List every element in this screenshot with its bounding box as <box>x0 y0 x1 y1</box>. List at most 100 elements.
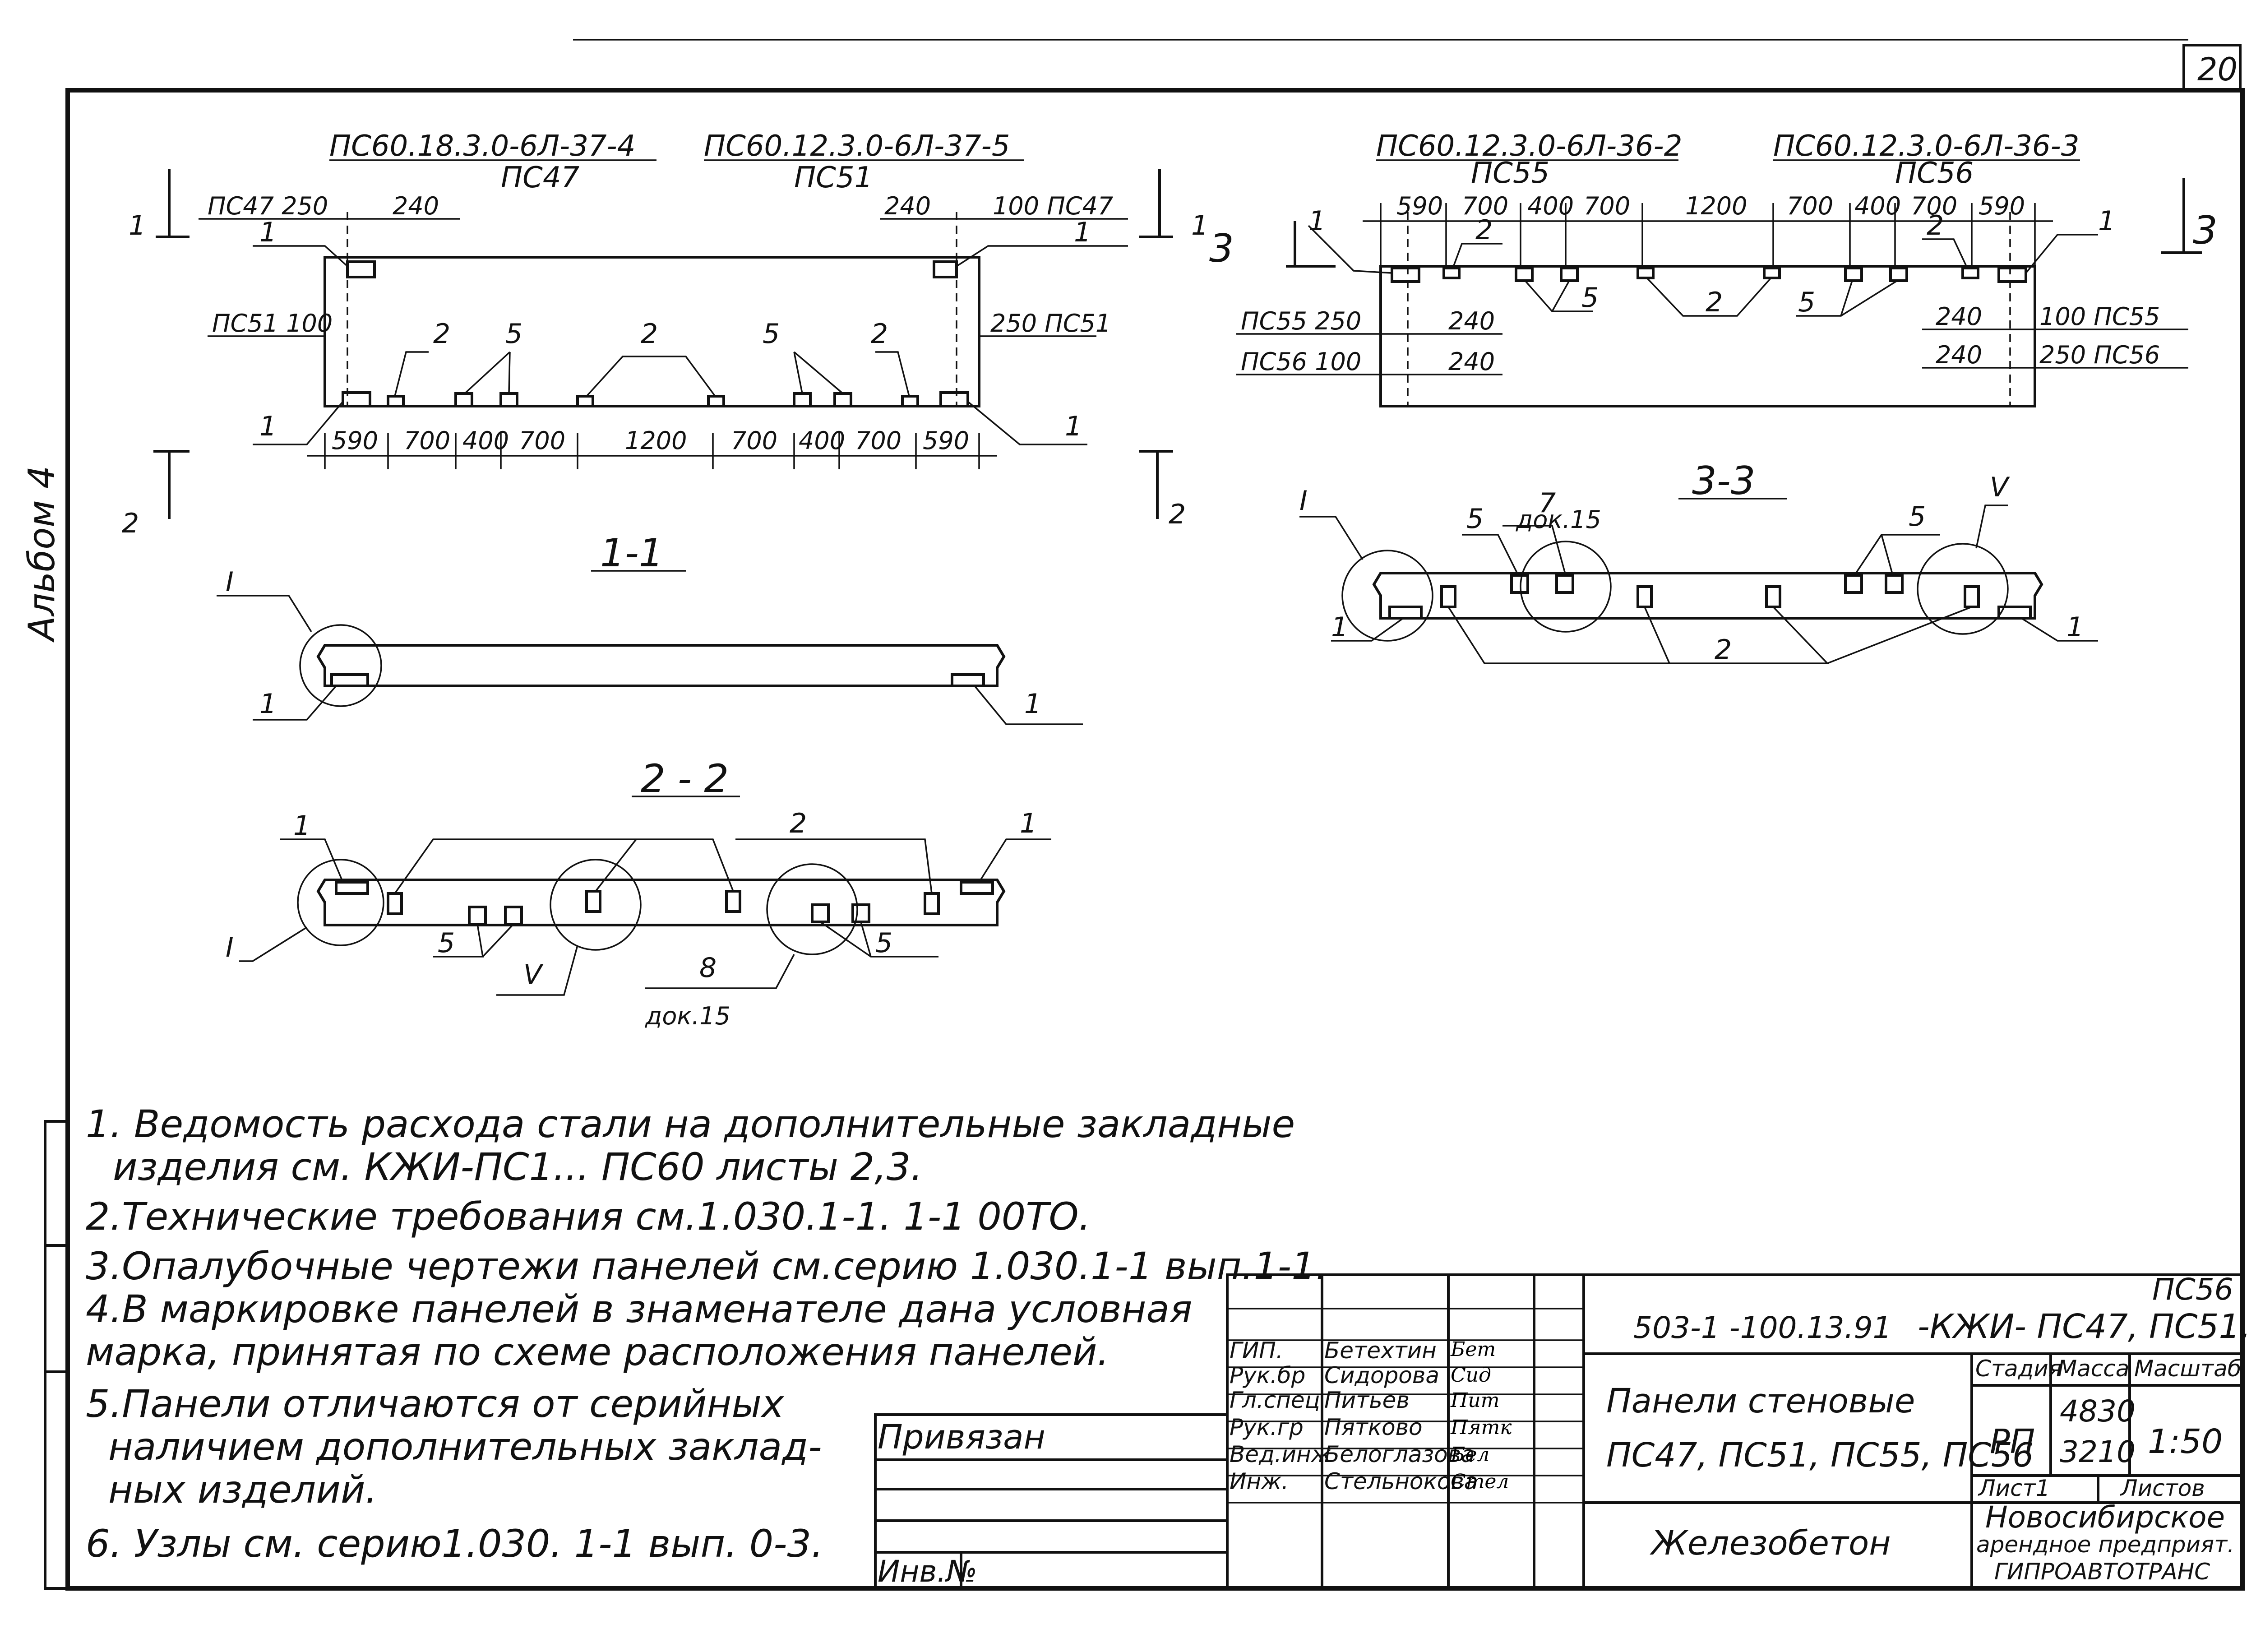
section-title: 2 - 2 <box>641 756 729 801</box>
embed-part-2 <box>707 395 725 407</box>
view-top-left: ПС60.18.3.0-6Л-37-4 ПС47 ПС60.12.3.0-6Л-… <box>122 130 1208 539</box>
callout-2: 2 <box>1475 214 1493 246</box>
title-line-1: Панели стеновые <box>1606 1382 1915 1421</box>
name: Белоглазова <box>1324 1441 1475 1467</box>
callout-5: 5 <box>505 318 522 350</box>
embed-part-1 <box>933 260 958 278</box>
section-mark-1: 1 <box>129 210 146 241</box>
sheet-number-box <box>2182 44 2242 92</box>
callout-2: 2 <box>641 318 658 350</box>
title-block: Привязан Инв.№ ГИП. Рук.бр Гл.спец Рук.г… <box>874 1272 2256 1590</box>
sub-ps47: ПС47 <box>501 161 580 194</box>
section-mark-2: 2 <box>1169 499 1186 530</box>
mark-ps60-12-36-3: ПС60.12.3.0-6Л-36-3 <box>1773 130 2079 163</box>
panel-outline-right <box>1379 265 2036 407</box>
signature: Бел <box>1450 1443 1489 1466</box>
dim-row: ПС55 250 <box>1241 307 1361 335</box>
dim-top-left-1: ПС47 250 <box>208 192 328 220</box>
embed-part-2 <box>901 395 919 407</box>
name: Стельнокова <box>1324 1468 1478 1495</box>
panel-section <box>316 879 1006 926</box>
dim-row: 250 ПС56 <box>2039 341 2160 369</box>
node-label: I <box>226 566 234 598</box>
dim-bottom: 590 <box>923 426 969 455</box>
dim-top-left-2: 240 <box>393 192 439 220</box>
node-label-I: I <box>226 932 234 963</box>
callout-1: 1 <box>1024 688 1041 720</box>
mark-ps60-12-37-5: ПС60.12.3.0-6Л-37-5 <box>704 130 1010 163</box>
callout-2: 2 <box>790 808 807 839</box>
dim-bottom: 400 <box>462 426 509 455</box>
callout-1: 1 <box>259 411 277 442</box>
dim-bottom: 700 <box>404 426 450 455</box>
view-top-right: ПС60.12.3.0-6Л-36-2 ПС55 ПС60.12.3.0-6Л-… <box>1209 130 2218 407</box>
note-line: ных изделий. <box>108 1467 377 1512</box>
dim-top: 590 <box>1396 192 1443 220</box>
dim-side-left: ПС51 100 <box>212 309 333 338</box>
ref-doc15: док.15 <box>1516 505 1601 534</box>
mass-value-2: 3210 <box>2060 1435 2136 1469</box>
role: Вед.инж <box>1230 1441 1331 1467</box>
role: Инж. <box>1230 1468 1289 1495</box>
dim-row: 240 <box>1936 302 1982 331</box>
section-2-2: 2 - 2 1 2 1 5 5 8 док.15 I V <box>226 756 1051 1030</box>
sheet-number: 20 <box>2197 51 2238 88</box>
node-label-I: I <box>1299 485 1308 517</box>
callout-1: 1 <box>1074 217 1091 248</box>
callout-1: 1 <box>259 217 277 248</box>
col-stage: Стадия <box>1975 1356 2062 1382</box>
callout-1: 1 <box>1308 205 1326 237</box>
doc-code-top: ПС56 <box>2152 1272 2233 1307</box>
dim-top: 400 <box>1527 192 1574 220</box>
name: Бетехтин <box>1324 1337 1437 1364</box>
dim-row: ПС56 100 <box>1241 347 1361 376</box>
scale-value: 1:50 <box>2148 1422 2223 1461</box>
callout-7: 7 <box>1539 487 1556 519</box>
signature: Пятк <box>1450 1416 1512 1439</box>
dim-bottom: 400 <box>799 426 845 455</box>
panel-outline-left <box>324 256 980 407</box>
dim-row: 240 <box>1448 307 1495 335</box>
sub-ps51: ПС51 <box>794 161 873 194</box>
inv-label: Инв.№ <box>878 1554 977 1589</box>
org-line-2: арендное предприят. <box>1976 1532 2234 1558</box>
album-label: Альбом 4 <box>21 466 63 643</box>
callout-2: 2 <box>433 318 450 350</box>
signature: Пит <box>1450 1389 1499 1412</box>
name: Пятково <box>1324 1414 1423 1440</box>
callout-1: 1 <box>2098 205 2115 237</box>
note-line: 3.Опалубочные чертежи панелей см.серию 1… <box>86 1244 1327 1288</box>
callout-1: 1 <box>1331 611 1348 643</box>
callout-1: 1 <box>1020 808 1037 839</box>
callout-5: 5 <box>763 318 780 350</box>
embed-part-5 <box>793 392 812 407</box>
dim-top: 700 <box>1787 192 1833 220</box>
side-stamp-strip <box>44 1120 69 1590</box>
dim-top: 700 <box>1911 192 1957 220</box>
mark-ps60-18: ПС60.18.3.0-6Л-37-4 <box>329 130 635 163</box>
dim-row: 240 <box>1448 347 1495 376</box>
mark-ps60-12-36-2: ПС60.12.3.0-6Л-36-2 <box>1376 130 1682 163</box>
embed-part-5 <box>833 392 852 407</box>
doc-code: 503-1 -100.13.91 <box>1633 1310 1891 1345</box>
callout-1: 1 <box>1065 411 1082 442</box>
node-circle <box>297 859 384 946</box>
dim-top-left-4: 100 ПС47 <box>993 192 1113 220</box>
notes: 1. Ведомость расхода стали на дополнител… <box>86 1102 1327 1566</box>
node-circle <box>1917 543 2009 635</box>
note-line: 1. Ведомость расхода стали на дополнител… <box>86 1102 1295 1146</box>
dim-top: 400 <box>1854 192 1901 220</box>
node-circle <box>1520 541 1612 633</box>
name: Питьев <box>1324 1387 1410 1413</box>
section-1-1: 1-1 I 1 1 <box>217 531 1083 725</box>
name: Сидорова <box>1324 1362 1439 1388</box>
role: Рук.гр <box>1230 1414 1304 1440</box>
callout-5: 5 <box>1798 287 1815 318</box>
callout-8: 8 <box>699 952 717 984</box>
material: Железобетон <box>1650 1524 1891 1563</box>
dim-bottom: 590 <box>332 426 378 455</box>
node-circle <box>1341 550 1433 642</box>
dim-top: 1200 <box>1685 192 1747 220</box>
title-line-2: ПС47, ПС51, ПС55, ПС56 <box>1606 1436 2034 1475</box>
